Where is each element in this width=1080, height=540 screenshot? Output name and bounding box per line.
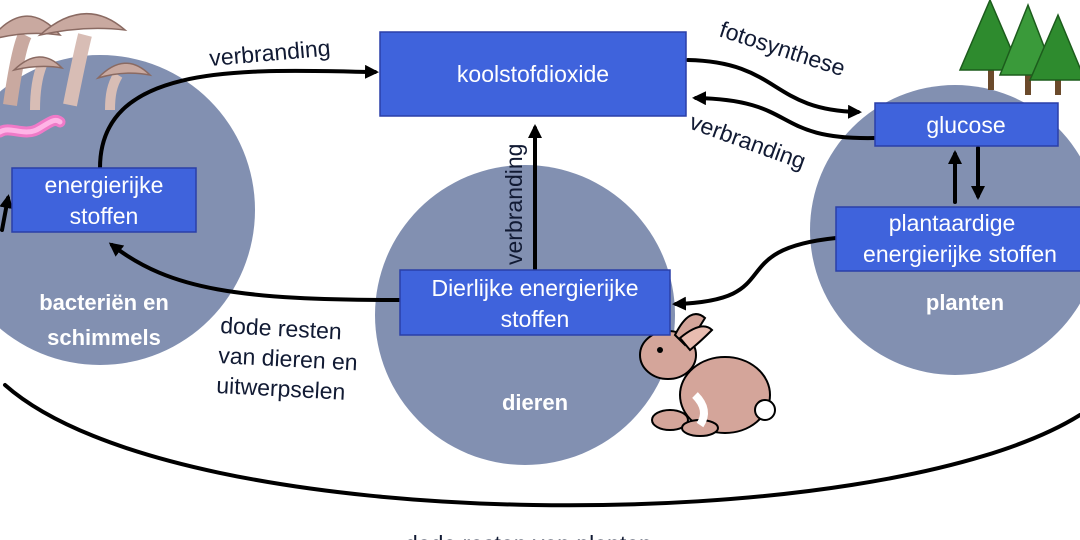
arrow-bacteria-to-co2 (98, 64, 379, 170)
animal-energy-box (399, 269, 671, 336)
plant-energy-label-1: plantaardige (889, 210, 1016, 236)
trees-icon (958, 0, 1080, 95)
worm-icon (0, 114, 66, 138)
arrow-co2-to-glucose (686, 58, 862, 119)
bacteria-circle-label-1: bacteriën en (39, 290, 169, 315)
animal-energy-label-2: stoffen (501, 306, 570, 332)
mushrooms-icon (0, 12, 153, 111)
glucose-box (874, 102, 1059, 147)
co2-box (379, 31, 687, 117)
bacteria-energy-label-2: stoffen (70, 203, 139, 229)
arrow-dead-plants (3, 383, 1080, 508)
bacteria-circle-label-2: schimmels (47, 325, 161, 350)
plants-circle-label: planten (926, 290, 1004, 315)
bacteria-energy-box (11, 167, 197, 233)
label-verbranding-vertical: verbranding (501, 144, 527, 265)
bacteria-energy-label-1: energierijke (45, 172, 164, 198)
arrow-plants-to-animals (672, 236, 838, 311)
co2-box-label: koolstofdioxide (457, 61, 609, 87)
glucose-box-label: glucose (926, 112, 1005, 138)
arrow-animals-to-bacteria (108, 242, 402, 302)
label-fotosynthese: fotosynthese (716, 16, 848, 81)
animals-circle-label: dieren (502, 390, 568, 415)
arrow-into-bacteria-left (0, 194, 14, 232)
plant-energy-label-2: energierijke stoffen (863, 241, 1057, 267)
label-verbranding-right: verbranding (686, 108, 809, 174)
label-dode-resten-dieren-2: van dieren en (218, 342, 359, 375)
label-verbranding-left: verbranding (208, 34, 331, 70)
arrow-glucose-to-co2 (692, 91, 877, 141)
plant-energy-box (835, 206, 1080, 272)
label-dode-resten-dieren-1: dode resten (220, 312, 343, 344)
label-dode-resten-dieren-3: uitwerpselen (216, 372, 346, 405)
rabbit-icon (639, 313, 776, 437)
animal-energy-label-1: Dierlijke energierijke (431, 275, 638, 301)
label-dode-resten-planten: dode resten van planten (405, 531, 652, 540)
